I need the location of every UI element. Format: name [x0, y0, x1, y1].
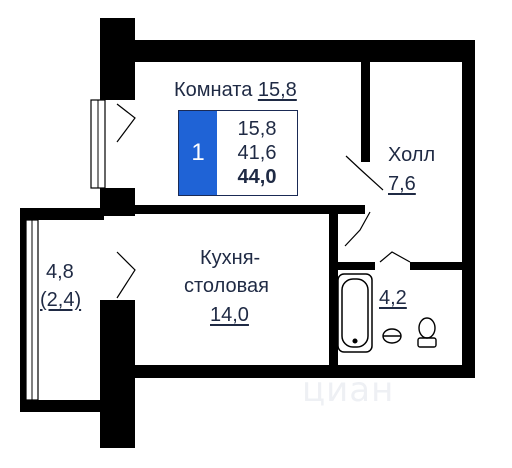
toilet: [417, 317, 437, 348]
summary-values: 15,8 41,6 44,0: [217, 111, 297, 195]
hall-area: 7,6: [388, 173, 416, 195]
kitchen-name-line2: столовая: [184, 275, 269, 297]
bathtub: [337, 273, 373, 353]
living-total: 41,6: [237, 141, 277, 164]
watermark: циан: [302, 370, 395, 410]
windows: [25, 99, 106, 401]
bathroom-area: 4,2: [379, 287, 407, 309]
summary-badge: 1 15,8 41,6 44,0: [178, 110, 298, 196]
rooms-count: 1: [179, 111, 217, 195]
kitchen-name-line1: Кухня-: [200, 247, 261, 269]
room-label: Комната 15,8: [174, 80, 297, 100]
living-area: 15,8: [237, 117, 277, 140]
kitchen-area: 14,0: [210, 304, 249, 326]
room-name: Комната: [174, 79, 253, 101]
sink: [382, 328, 402, 344]
balcony-area: 4,8: [46, 261, 74, 283]
balcony-area-reduced: (2,4): [40, 289, 82, 311]
room-area: 15,8: [257, 79, 297, 101]
window-lines: [31, 100, 99, 400]
hall-name: Холл: [388, 144, 436, 166]
total-area: 44,0: [237, 165, 277, 188]
door-swings: [116, 103, 411, 299]
